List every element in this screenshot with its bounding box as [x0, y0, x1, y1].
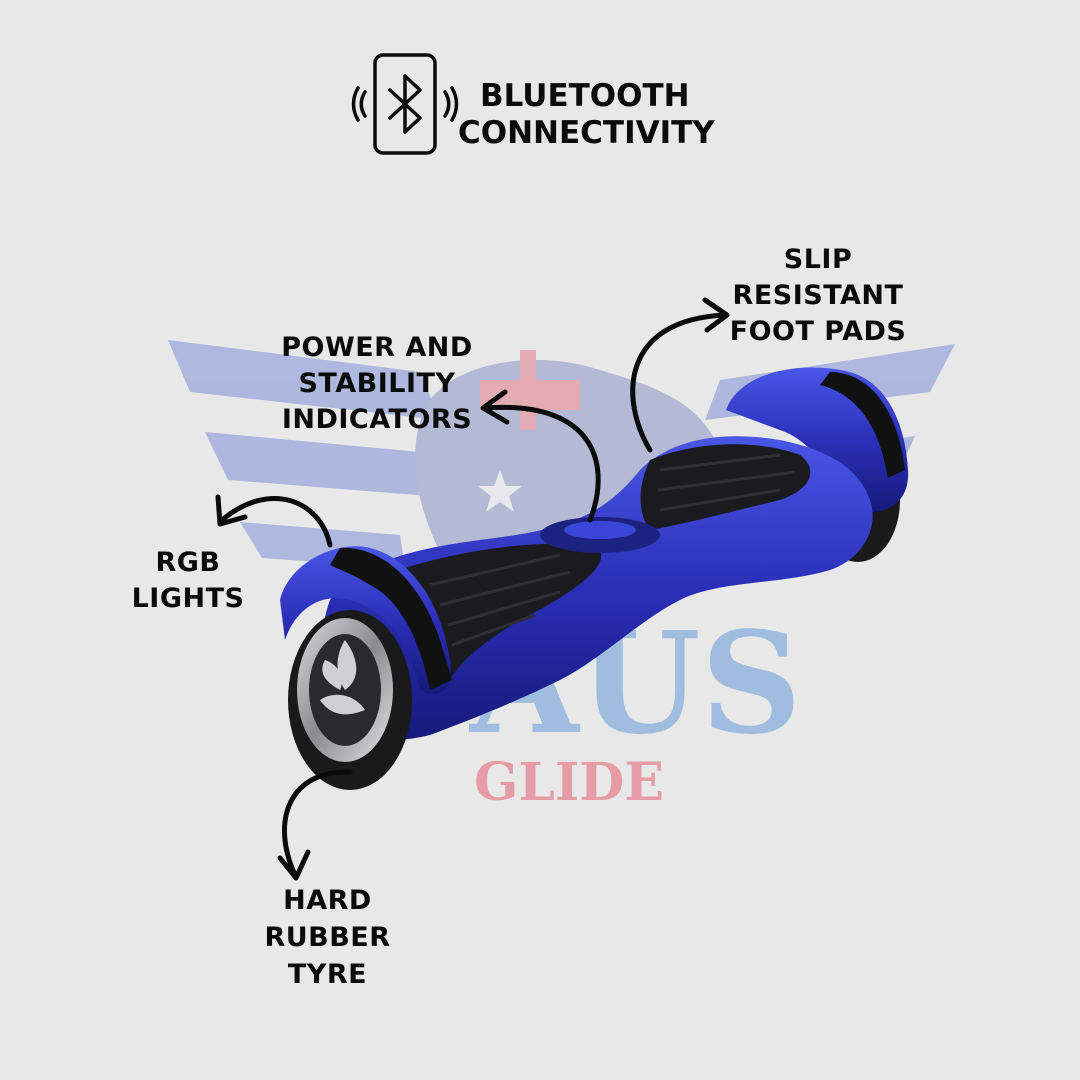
label-tyre-line-2: RUBBER: [264, 922, 391, 953]
bluetooth-line-1: BLUETOOTH: [480, 78, 690, 114]
label-foot-pads-line-1: SLIP: [783, 244, 853, 275]
label-tyre-line-3: TYRE: [287, 959, 368, 990]
label-foot-pads-line-2: RESISTANT: [732, 280, 904, 311]
watermark-word-glide: GLIDE: [474, 752, 665, 813]
label-tyre: HARD RUBBER TYRE: [255, 882, 400, 993]
label-indicators-line-1: POWER AND: [281, 332, 473, 363]
bluetooth-line-2: CONNECTIVITY: [458, 115, 715, 151]
label-indicators: POWER AND STABILITY INDICATORS: [272, 330, 482, 438]
label-lights: RGB LIGHTS: [128, 545, 248, 617]
label-tyre-line-1: HARD: [283, 885, 372, 916]
label-foot-pads-line-3: FOOT PADS: [729, 316, 907, 347]
label-indicators-line-3: INDICATORS: [281, 404, 473, 435]
label-lights-line-2: LIGHTS: [131, 583, 245, 614]
label-indicators-line-2: STABILITY: [298, 368, 456, 399]
label-foot-pads: SLIP RESISTANT FOOT PADS: [728, 242, 908, 350]
arrow-indicators: [480, 389, 601, 523]
bluetooth-phone-icon: [351, 53, 459, 155]
arrow-tyre: [277, 769, 353, 881]
label-lights-line-1: RGB: [155, 547, 221, 578]
bluetooth-heading: BLUETOOTH CONNECTIVITY: [458, 78, 715, 152]
arrow-foot-pads: [630, 297, 730, 453]
arrow-lights: [215, 494, 333, 548]
